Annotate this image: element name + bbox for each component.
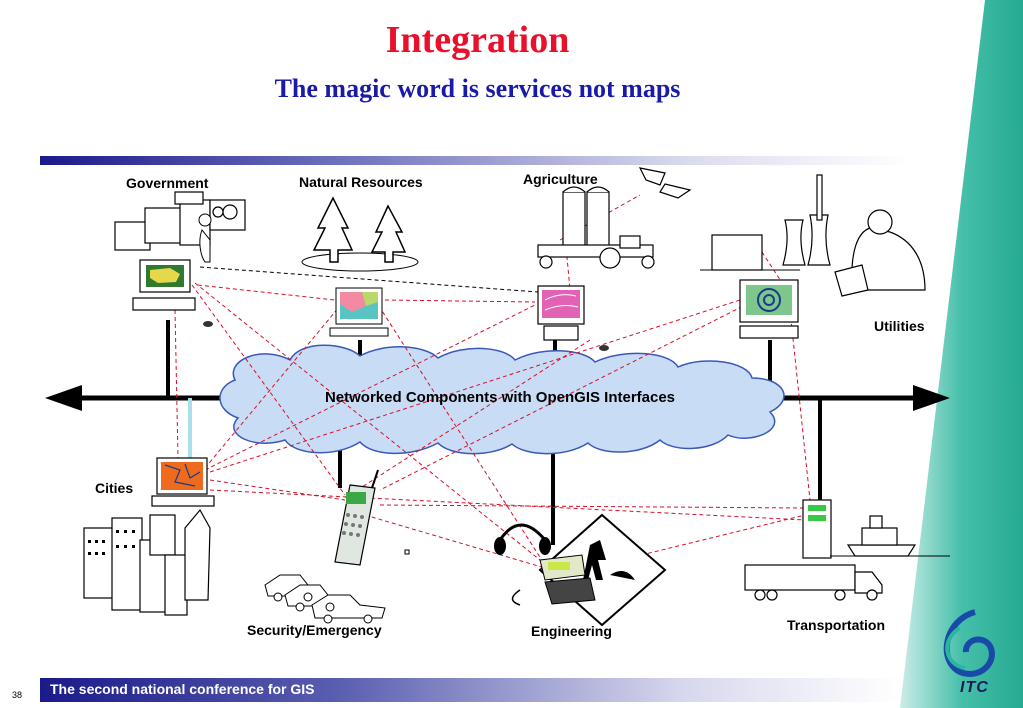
node-label-engineering: Engineering: [531, 623, 612, 639]
itc-logo: [943, 609, 995, 677]
cities-node: [83, 457, 215, 616]
government-agriculture-link: [199, 266, 539, 293]
page-number: 38: [12, 690, 23, 700]
transportation-node: [744, 499, 950, 601]
node-label-transportation: Transportation: [787, 617, 886, 633]
agriculture-node: [537, 167, 692, 351]
slide-subtitle: The magic word is services not maps: [274, 74, 681, 103]
footer-bar: [40, 678, 900, 702]
itc-logo-text: ITC: [960, 679, 989, 696]
node-label-government: Government: [126, 175, 209, 191]
footer-text: The second national conference for GIS: [50, 681, 315, 697]
security-node: [264, 469, 410, 624]
teal-wedge: [900, 0, 1023, 708]
engineering-node: [494, 513, 667, 627]
node-label-security-emergency: Security/Emergency: [247, 622, 382, 638]
node-label-cities: Cities: [95, 480, 134, 496]
network-cloud: [219, 344, 785, 455]
network-cloud-label: Networked Components with OpenGIS Interf…: [324, 389, 676, 406]
slide-title: Integration: [385, 19, 570, 61]
header-rule: [40, 156, 910, 165]
node-label-natural-resources: Natural Resources: [299, 174, 423, 190]
natural-resources-node: [301, 196, 419, 337]
node-label-utilities: Utilities: [874, 318, 925, 334]
utilities-node: [700, 174, 926, 339]
node-label-agriculture: Agriculture: [523, 171, 598, 187]
government-node: [114, 191, 246, 327]
